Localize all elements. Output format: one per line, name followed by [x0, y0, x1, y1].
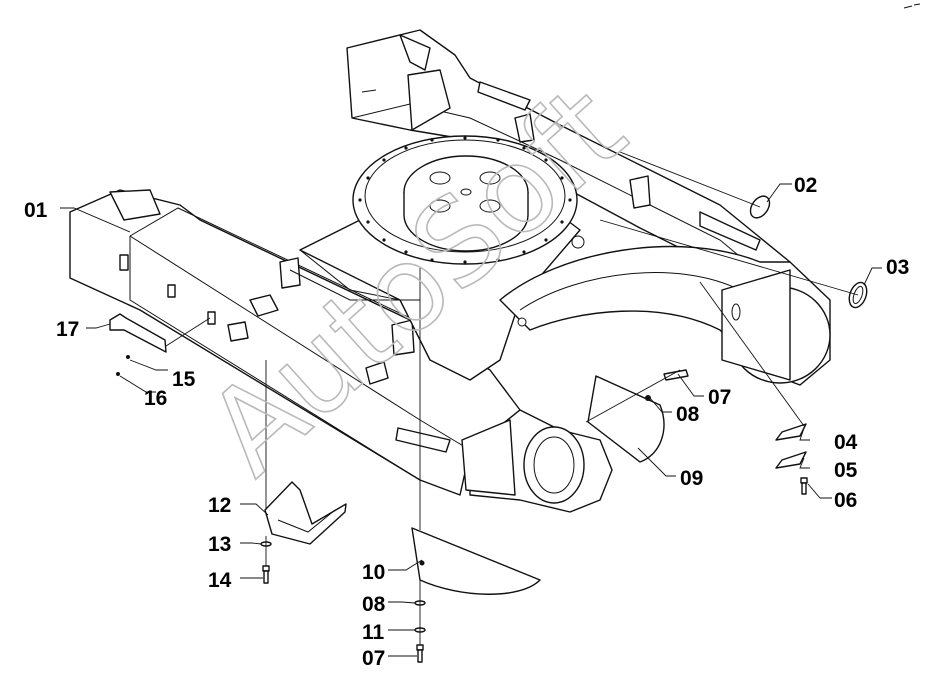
callout-03: 03: [886, 256, 909, 279]
callout-10: 10: [362, 561, 385, 584]
bolt-06: [800, 477, 808, 495]
callout-06: 06: [834, 489, 857, 512]
callout-11: 11: [362, 621, 385, 644]
callout-13: 13: [208, 533, 231, 556]
callout-15: 15: [172, 368, 196, 391]
callout-17: 17: [56, 318, 79, 341]
track-frame-assembly: [69, 29, 831, 513]
callout-01: 01: [24, 199, 48, 222]
callout-16: 16: [144, 387, 167, 410]
callout-08-lower: 08: [362, 593, 386, 616]
cover-plate-09: [587, 369, 689, 463]
callout-04: 04: [834, 431, 858, 454]
leader-lines: [60, 151, 882, 657]
callout-07-upper: 07: [708, 386, 731, 409]
shims-04-05: [775, 423, 807, 469]
guide-bracket-12: [260, 481, 347, 584]
callout-02: 02: [794, 174, 817, 197]
callout-05: 05: [834, 459, 858, 482]
callout-08-upper: 08: [676, 403, 700, 426]
callout-07-lower: 07: [362, 647, 385, 670]
callout-labels: 01 02 03 04 05 06 07 08 09 10 08 11 07 1…: [24, 174, 909, 670]
under-cover-10: [411, 527, 541, 663]
callout-14: 14: [208, 569, 232, 592]
guard-plate-17: [109, 313, 167, 376]
corner-mark: [903, 3, 921, 9]
callout-12: 12: [208, 494, 231, 517]
callout-09: 09: [680, 467, 703, 490]
